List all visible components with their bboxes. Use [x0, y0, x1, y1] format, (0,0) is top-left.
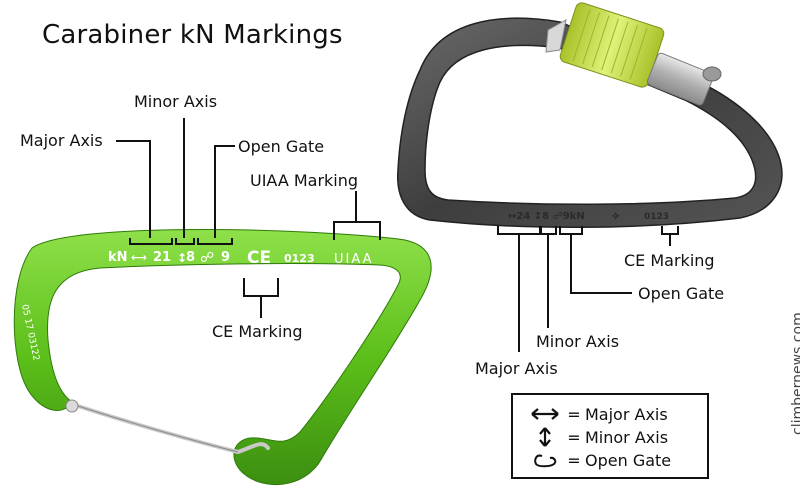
legend-label-open-gate: Open Gate: [585, 450, 672, 470]
legend-row-major-axis: = Major Axis: [527, 403, 668, 425]
major-axis-arrow-icon: [527, 407, 563, 421]
engraving-kn: kN: [108, 250, 128, 265]
grey-engraving-kn-text: ↔24 ↕8 ☍9kN: [508, 211, 585, 222]
bracket-left-uiaa: [333, 221, 381, 240]
minor-axis-arrow-icon: [527, 426, 563, 448]
label-left-open-gate: Open Gate: [238, 137, 325, 156]
leader-right-gate: [570, 234, 632, 294]
screw-gate: [545, 2, 722, 106]
left-leader-lines: [116, 118, 381, 318]
gate-nose: [545, 19, 567, 53]
bracket-left-ce: [243, 278, 279, 297]
label-right-open-gate: Open Gate: [638, 284, 725, 303]
label-left-major-axis: Major Axis: [20, 131, 103, 150]
grey-carabiner: ↔24 ↕8 ☍9kN ⟡ 0123: [396, 2, 783, 228]
grey-engraving-logo-icon: ⟡: [612, 209, 620, 222]
engraving-gate-value: 9: [221, 250, 230, 265]
label-right-major-axis: Major Axis: [475, 359, 558, 378]
engraving-gate-icon: ☍: [200, 250, 214, 266]
bracket-left-gate: [197, 238, 233, 245]
bracket-left-major: [129, 238, 173, 245]
label-left-minor-axis: Minor Axis: [134, 92, 218, 111]
page-title: Carabiner kN Markings: [42, 20, 343, 50]
legend-label-major-axis: Major Axis: [585, 404, 668, 424]
leader-left-major: [116, 140, 151, 238]
engraving-uiaa: UIAA: [334, 252, 374, 267]
open-gate-icon: [527, 452, 563, 468]
bracket-left-minor: [175, 238, 195, 245]
green-carabiner: kN ⟷ 21 ↕ 8 ☍ 9 CE 0123 UIAA 05 17 03122: [13, 229, 432, 486]
label-right-ce-marking: CE Marking: [624, 251, 715, 270]
engraving-ce-mark: CE: [247, 248, 271, 268]
engraving-minor-value: 8: [186, 250, 195, 265]
gate-barrel: [646, 52, 714, 106]
leader-left-gate: [214, 145, 235, 238]
watermark: climbernews.com: [790, 312, 800, 435]
engraving-ce-number: 0123: [284, 252, 315, 265]
legend-row-open-gate: = Open Gate: [527, 449, 671, 471]
legend-box: = Major Axis = Minor Axis = Open Gate: [511, 393, 709, 479]
label-left-uiaa-marking: UIAA Marking: [250, 171, 359, 190]
grey-engraving-ce-number: 0123: [644, 212, 669, 222]
gate-pin: [702, 66, 722, 82]
engraving-major-arrow-icon: ⟷: [131, 251, 147, 264]
bracket-right-ce: [661, 226, 679, 235]
legend-row-minor-axis: = Minor Axis: [527, 426, 668, 448]
label-right-minor-axis: Minor Axis: [536, 332, 620, 351]
label-left-ce-marking: CE Marking: [212, 322, 303, 341]
engraving-major-value: 21: [153, 250, 171, 265]
engraving-minor-arrow-icon: ↕: [177, 251, 187, 265]
wire-gate-hinge: [65, 399, 79, 413]
green-carabiner-body: [13, 229, 432, 486]
right-leader-lines: [497, 226, 679, 352]
legend-label-minor-axis: Minor Axis: [585, 427, 669, 447]
